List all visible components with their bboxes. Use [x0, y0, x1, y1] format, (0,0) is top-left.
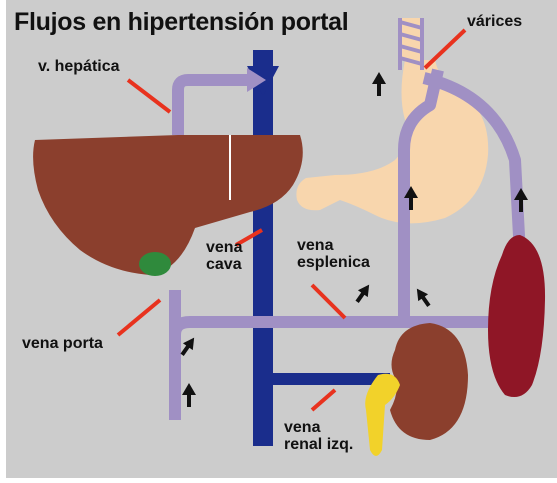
label-vena-esplenica-line1: vena [297, 238, 370, 255]
gallbladder [139, 252, 171, 276]
label-vena-cava-line1: vena [206, 240, 242, 257]
flow-arrow-icon [372, 72, 386, 96]
flow-arrow-icon [412, 285, 434, 309]
label-vena-cava-line2: cava [206, 257, 242, 274]
label-vena-hepatica: v. hepática [38, 59, 120, 76]
flow-arrow-icon [352, 281, 374, 305]
diagram-title: Flujos en hipertensión portal [14, 9, 348, 35]
label-vena-cava: vena cava [206, 240, 242, 274]
kidney [390, 323, 468, 440]
flow-arrow-icon [182, 383, 196, 407]
label-vena-esplenica-line2: esplenica [297, 255, 370, 272]
label-vena-porta: vena porta [22, 336, 103, 353]
vena-cava [253, 50, 273, 446]
label-varices: várices [467, 14, 522, 31]
label-vena-renal-line2: renal izq. [284, 437, 353, 454]
label-vena-esplenica: vena esplenica [297, 238, 370, 272]
spleen [488, 235, 545, 397]
hepatic-vein [178, 80, 250, 135]
label-vena-renal-line1: vena [284, 420, 353, 437]
label-vena-renal: vena renal izq. [284, 420, 353, 454]
